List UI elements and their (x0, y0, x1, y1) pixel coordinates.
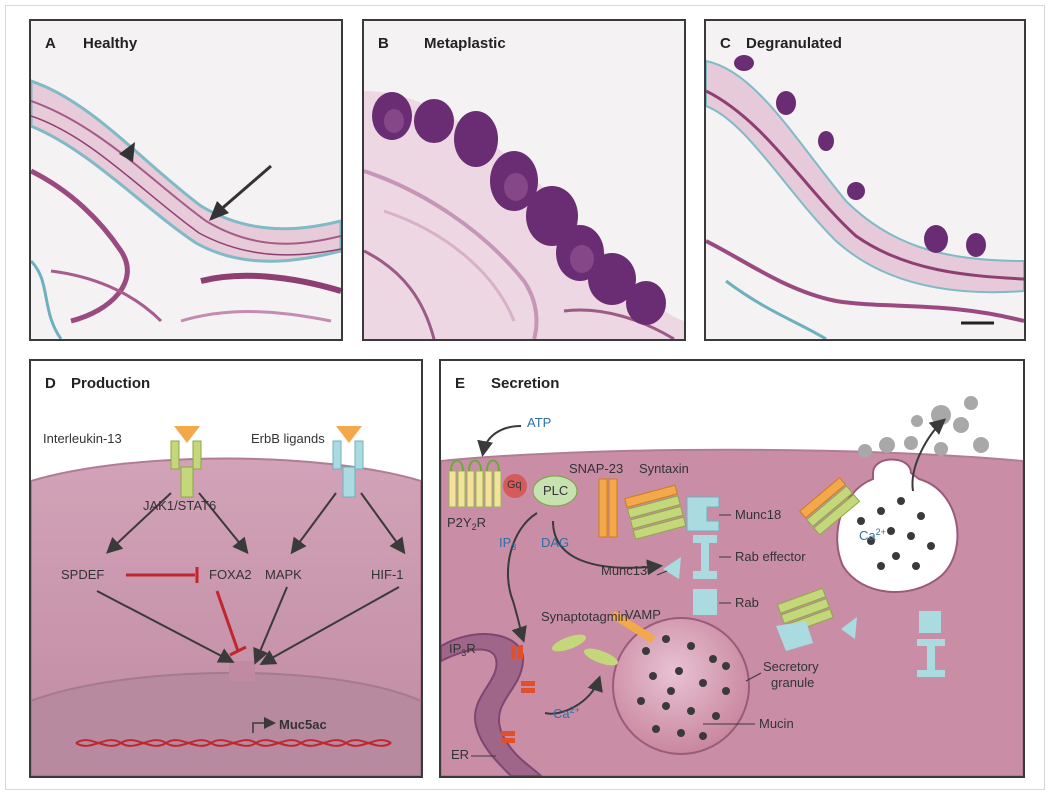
label-atp: ATP (527, 415, 552, 430)
panel-e-letter: E (455, 375, 466, 392)
label-munc18: Munc18 (735, 507, 782, 522)
label-er: ER (451, 747, 470, 762)
panel-b-letter: B (378, 35, 389, 52)
label-muc5ac: Muc5ac (279, 717, 327, 732)
production-pathway-diagram (31, 426, 421, 776)
munc13-protein (663, 557, 681, 579)
secretion-pathway-diagram (441, 396, 1023, 776)
histology-degranulated-image (706, 21, 1024, 339)
arrow-marker (209, 201, 229, 221)
label-calcium-fusion: Ca2+ (859, 527, 886, 543)
panel-a-healthy: A Healthy (29, 19, 343, 341)
panel-a-title: Healthy (83, 35, 138, 52)
p2y2r-receptor (448, 459, 502, 508)
released-mucin (858, 396, 989, 458)
label-granule: granule (771, 675, 815, 690)
label-p2y2r: P2Y2R (447, 515, 486, 532)
fusing-granule (836, 458, 959, 593)
label-spdef: SPDEF (61, 567, 105, 582)
panel-b-title: Metaplastic (424, 35, 506, 52)
figure-frame: A Healthy (5, 5, 1045, 790)
label-ip3r: IP3R (449, 641, 476, 658)
label-mapk: MAPK (265, 567, 302, 582)
label-plc: PLC (543, 483, 569, 498)
label-hif1: HIF-1 (371, 567, 404, 582)
label-gq: Gq (507, 479, 522, 491)
panel-b-metaplastic: B Metaplastic (362, 19, 686, 341)
label-calcium-er: Ca2+ (553, 705, 580, 721)
label-dag: DAG (541, 535, 570, 550)
label-mucin: Mucin (759, 716, 794, 731)
panel-c-letter: C (720, 35, 731, 52)
histology-healthy-image (31, 21, 341, 339)
interleukin13-receptor (170, 426, 202, 498)
panel-d-production: D Production Interleukin-13 ErbB ligands… (29, 359, 423, 778)
label-secretory: Secretory (763, 659, 819, 674)
label-snap23: SNAP-23 (569, 461, 624, 476)
histology-metaplastic-image (364, 21, 684, 339)
label-foxa2: FOXA2 (209, 567, 252, 582)
panel-d-title: Production (71, 375, 151, 392)
panel-c-degranulated: C Degranulated (704, 19, 1026, 341)
panel-d-letter: D (45, 375, 56, 392)
label-syntaxin: Syntaxin (639, 461, 689, 476)
label-jak-stat: JAK1/STAT6 (143, 498, 217, 513)
panel-e-title: Secretion (491, 375, 560, 392)
panel-a-letter: A (45, 35, 56, 52)
panel-c-title: Degranulated (746, 35, 842, 52)
munc18-protein (686, 496, 720, 532)
label-synaptotagmin: Synaptotagmin (541, 609, 628, 624)
gq-protein (503, 474, 527, 498)
label-rab-effector: Rab effector (735, 549, 806, 564)
label-interleukin13: Interleukin-13 (43, 431, 122, 446)
label-erbb-ligands: ErbB ligands (251, 431, 325, 446)
mucin-particles (637, 635, 730, 740)
label-rab: Rab (735, 595, 759, 610)
label-ip3: IP3 (499, 535, 517, 552)
label-munc13: Munc13 (601, 563, 648, 578)
syntaxin-complex (624, 484, 687, 540)
arrowhead-marker (119, 142, 135, 162)
plc-enzyme (532, 475, 578, 507)
panel-e-secretion: E Secretion ATP Gq PLC P2Y2R IP3 DAG SNA… (439, 359, 1025, 778)
label-vamp: VAMP (625, 607, 661, 622)
erbb-receptor (332, 426, 364, 498)
